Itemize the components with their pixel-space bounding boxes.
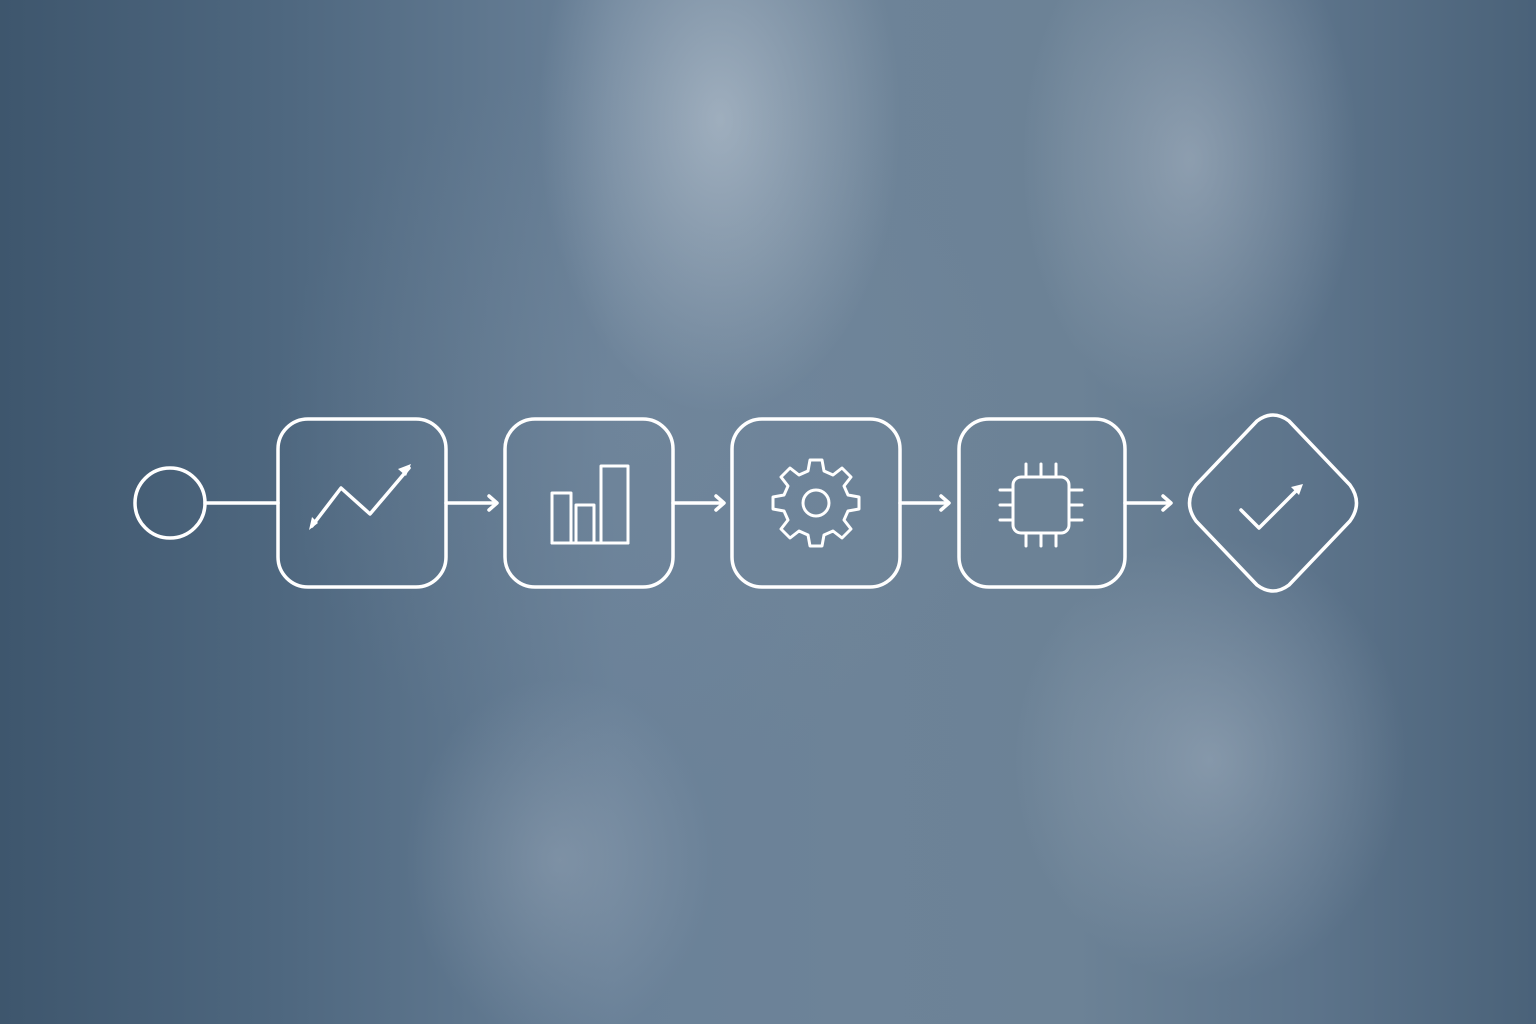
bar-chart-icon (550, 464, 630, 545)
step-3-node (730, 417, 902, 589)
connector-step-4-to-end (1123, 494, 1173, 512)
start-node (133, 466, 207, 540)
gear-icon (771, 458, 861, 548)
end-node (1187, 413, 1359, 593)
cpu-chip-icon (998, 462, 1084, 548)
trend-line-icon (309, 464, 411, 530)
connector-step-3-to-step-4 (898, 494, 951, 512)
checkmark-icon (1239, 484, 1303, 530)
step-2-node (503, 417, 675, 589)
connector-step-1-to-step-2 (444, 494, 499, 512)
connector-step-2-to-step-3 (671, 494, 726, 512)
step-1-node (276, 417, 448, 589)
step-4-node (957, 417, 1127, 589)
